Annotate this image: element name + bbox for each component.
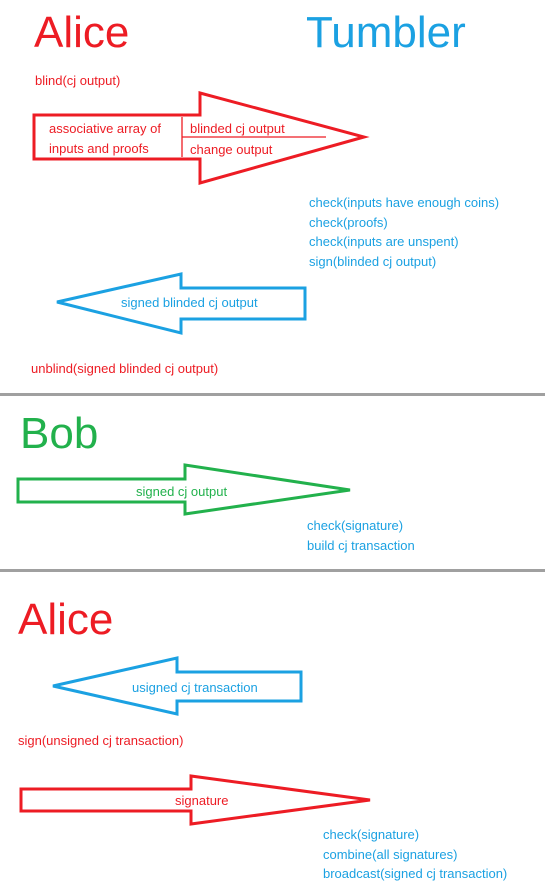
tumbler-build-steps: check(signature) build cj transaction [307, 516, 415, 555]
signature-label: signature [175, 793, 229, 808]
unsigned-tx-arrow [52, 656, 303, 716]
unsigned-tx-label: usigned cj transaction [132, 680, 258, 695]
check-signature-step: check(signature) [307, 518, 404, 533]
signature-arrow [19, 774, 371, 826]
request-left-line-2: inputs and proofs [49, 141, 149, 156]
bob-output-arrow [16, 463, 351, 516]
request-arrow [32, 91, 370, 185]
check-coins-step: check(inputs have enough coins) [309, 195, 500, 210]
build-transaction-step: build cj transaction [307, 537, 415, 553]
request-right-line-1: blinded cj output [190, 121, 285, 136]
section-divider-2 [0, 569, 545, 572]
signed-cj-output-label: signed cj output [136, 484, 228, 499]
tumbler-heading: Tumbler [306, 8, 466, 57]
alice-heading: Alice [34, 8, 130, 57]
tumbler-check-list: check(inputs have enough coins) check(pr… [309, 193, 499, 271]
check-signature-final-step: check(signature) [323, 827, 420, 842]
request-right-line-2: change output [190, 142, 273, 157]
sign-transaction-step: sign(unsigned cj transaction) [18, 733, 184, 748]
signed-blinded-output-arrow [56, 272, 307, 335]
combine-signatures-step: combine(all signatures) [323, 846, 458, 862]
bob-heading: Bob [20, 409, 99, 458]
unblind-step: unblind(signed blinded cj output) [31, 361, 219, 376]
broadcast-step: broadcast(signed cj transaction) [323, 866, 508, 881]
alice-heading-2: Alice [18, 595, 114, 644]
sign-blinded-step: sign(blinded cj output) [309, 253, 437, 269]
check-unspent-step: check(inputs are unspent) [309, 234, 459, 249]
blind-step: blind(cj output) [35, 73, 121, 88]
tumbler-broadcast-steps: check(signature) combine(all signatures)… [323, 825, 507, 884]
signed-blinded-output-label: signed blinded cj output [121, 295, 258, 310]
section-divider-1 [0, 393, 545, 396]
request-left-line-1: associative array of [49, 121, 161, 136]
check-proofs-step: check(proofs) [309, 214, 388, 230]
